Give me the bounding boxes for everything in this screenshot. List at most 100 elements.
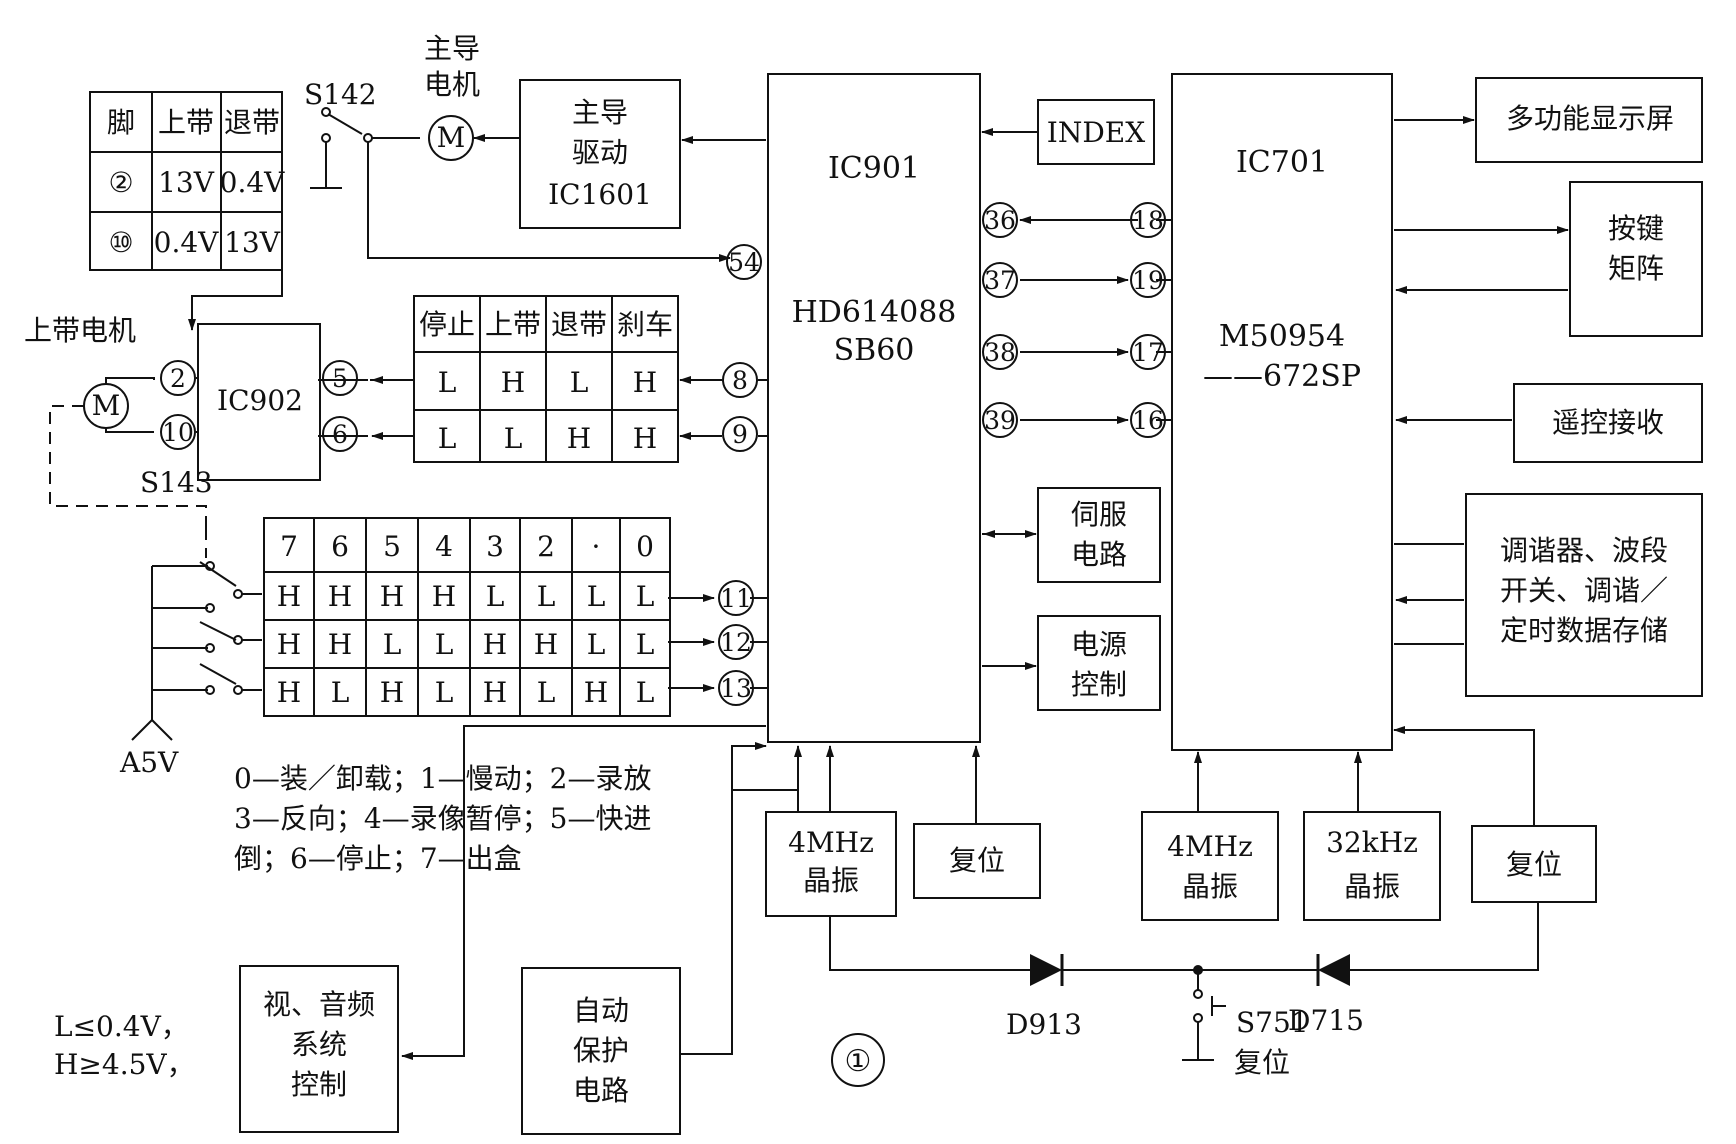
keys-label-2: 矩阵 — [1608, 252, 1664, 285]
capstan-driver-line-3: IC1601 — [548, 178, 652, 211]
pin-circle-6 — [322, 416, 358, 452]
osc-4mhz-ic701-block — [1141, 811, 1279, 921]
osc-32khz-block — [1303, 811, 1441, 921]
mode-table-cell: L — [331, 676, 350, 709]
osc32k-label-1: 32kHz — [1326, 826, 1418, 859]
d715-diode — [1318, 954, 1350, 986]
d913-diode — [1030, 954, 1062, 986]
pin-circle-16 — [1130, 402, 1166, 438]
figure-number-circle — [831, 1033, 885, 1087]
mode-table-cell: H — [328, 580, 352, 613]
protect-label-3: 电路 — [573, 1074, 629, 1107]
pin-label-16: 16 — [1132, 406, 1164, 435]
s751-reset-label: 复位 — [1234, 1046, 1290, 1079]
pin-circle-2 — [160, 360, 196, 396]
ic901-part-2: SB60 — [834, 333, 915, 368]
mode-table-header: · — [592, 530, 601, 563]
mode-table-cell: H — [483, 676, 507, 709]
mid-table-cell: L — [438, 366, 457, 399]
s143-label: S143 — [140, 466, 213, 499]
pin-label-13: 13 — [720, 674, 752, 703]
mode-table-cell: H — [277, 676, 301, 709]
mode-table-cell: L — [537, 676, 556, 709]
av-label-1: 视、音频 — [263, 988, 375, 1021]
pin-circle-18 — [1130, 202, 1166, 238]
display-block — [1475, 77, 1703, 163]
mid-table-header: 刹车 — [617, 308, 673, 341]
pin-circle-10 — [160, 414, 196, 450]
mode-table-cell: L — [383, 628, 402, 661]
table-header-unload: 退带 — [224, 106, 280, 139]
table-header-load: 上带 — [158, 106, 214, 139]
pin-circle-17 — [1130, 334, 1166, 370]
table-cell: 13V — [158, 166, 215, 199]
table-header-pin: 脚 — [107, 106, 135, 139]
pin-circle-54 — [726, 244, 762, 280]
s751-label: S751 — [1236, 1006, 1309, 1039]
level-legend-low: L≤0.4V， — [54, 1010, 189, 1043]
ic902-block — [197, 323, 321, 481]
pin-label-36: 36 — [984, 206, 1016, 235]
a5v-label: A5V — [119, 746, 179, 779]
protection-block — [521, 967, 681, 1135]
pin-label-12: 12 — [720, 628, 752, 657]
ic701-name: IC701 — [1236, 145, 1328, 180]
pin-label-5: 5 — [332, 364, 348, 393]
level-legend-high: H≥4.5V， — [54, 1048, 195, 1081]
pin-circle-36 — [982, 202, 1018, 238]
mode-table-header: 4 — [435, 530, 453, 563]
display-label: 多功能显示屏 — [1506, 102, 1674, 135]
servo-label-1: 伺服 — [1071, 498, 1127, 531]
mid-table-cell: H — [501, 366, 525, 399]
pin-label-11: 11 — [720, 584, 752, 613]
protect-label-1: 自动 — [573, 994, 629, 1027]
osc901-label-1: 4MHz — [788, 826, 874, 859]
ic901-block — [767, 73, 981, 743]
osc901-label-2: 晶振 — [803, 864, 859, 897]
mode-legend-line-3: 倒；6—停止；7—出盒 — [234, 842, 522, 875]
mode-table-header: 6 — [331, 530, 349, 563]
protect-label-2: 保护 — [573, 1034, 629, 1067]
mode-table-cell: L — [636, 628, 655, 661]
mode-code-table — [263, 517, 671, 717]
osc32k-label-2: 晶振 — [1344, 870, 1400, 903]
pin-circle-12 — [718, 624, 754, 660]
pin-label-19: 19 — [1132, 266, 1164, 295]
mode-table-cell: H — [380, 580, 404, 613]
mode-legend-line-1: 0—装／卸载；1—慢动；2—录放 — [234, 762, 651, 795]
pin-label-9: 9 — [732, 420, 748, 449]
mid-table-cell: H — [567, 422, 591, 455]
pin-label-39: 39 — [984, 406, 1016, 435]
mode-table-cell: H — [277, 628, 301, 661]
capstan-motor-title-2: 电机 — [424, 68, 480, 101]
pin-label-8: 8 — [732, 366, 748, 395]
mode-table-cell: H — [483, 628, 507, 661]
tuner-block — [1465, 493, 1703, 697]
pin-label-18: 18 — [1132, 206, 1164, 235]
mode-table-cell: L — [587, 580, 606, 613]
mode-table-header: 3 — [486, 530, 504, 563]
power-control-block — [1037, 615, 1161, 711]
ic901-name: IC901 — [828, 151, 920, 186]
table-cell: 0.4V — [154, 226, 220, 259]
pin-label-10: 10 — [162, 418, 194, 447]
pin-circle-13 — [718, 670, 754, 706]
d715-label: D715 — [1288, 1004, 1364, 1037]
av-control-block — [239, 965, 399, 1133]
osc701-label-1: 4MHz — [1167, 830, 1253, 863]
s142-label: S142 — [304, 78, 377, 111]
pin-voltage-table — [89, 91, 283, 271]
mode-table-header: 7 — [280, 530, 298, 563]
tuner-label-3: 定时数据存储 — [1500, 614, 1668, 647]
mode-table-header: 5 — [383, 530, 401, 563]
capstan-driver-block — [519, 79, 681, 229]
reset701-label: 复位 — [1506, 848, 1562, 881]
pin-circle-19 — [1130, 262, 1166, 298]
mid-table-header: 上带 — [485, 308, 541, 341]
mode-table-cell: H — [277, 580, 301, 613]
load-motor-symbol: M — [92, 389, 121, 422]
capstan-motor-title-1: 主导 — [424, 32, 480, 65]
mid-table-header: 停止 — [419, 308, 475, 341]
mode-table-cell: H — [534, 628, 558, 661]
